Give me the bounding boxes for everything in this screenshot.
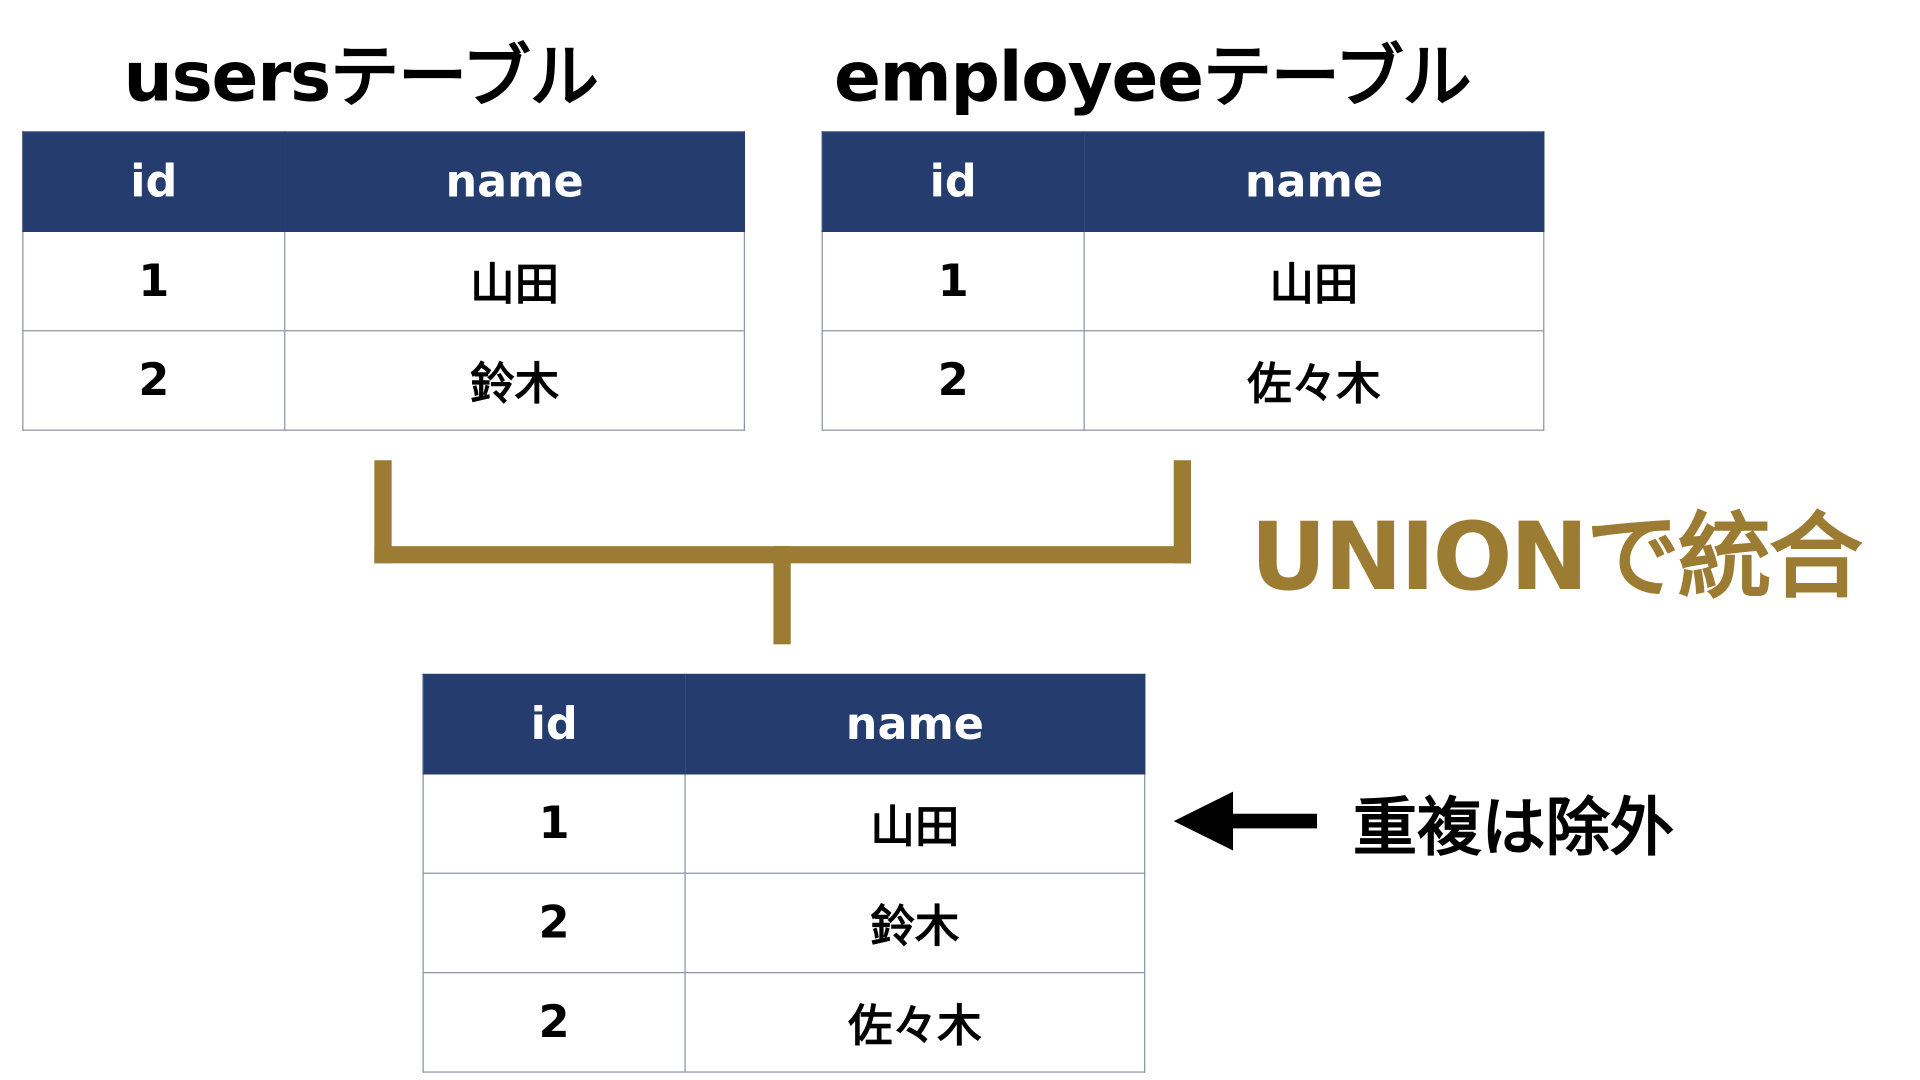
employee-table-title: employeeテーブル (833, 38, 1472, 118)
header-name: name (1083, 131, 1545, 232)
cell-name: 鈴木 (284, 330, 746, 431)
left-arrow-icon (1173, 791, 1318, 851)
bracket-left (374, 460, 392, 564)
union-label: UNIONで統合 (1250, 501, 1863, 612)
cell-name: 山田 (684, 773, 1146, 874)
header-name: name (284, 131, 746, 232)
cell-name: 佐々木 (684, 972, 1146, 1073)
cell-name: 山田 (1083, 230, 1545, 332)
bracket-stem (773, 546, 791, 645)
cell-name: 山田 (284, 230, 746, 332)
cell-name: 佐々木 (1083, 330, 1545, 431)
cell-id: 1 (22, 230, 286, 332)
cell-name: 鈴木 (684, 872, 1146, 974)
cell-id: 1 (821, 230, 1085, 332)
duplicates-note: 重複は除外 (1352, 791, 1675, 866)
header-id: id (821, 131, 1085, 232)
cell-id: 2 (22, 330, 286, 431)
header-id: id (22, 131, 286, 232)
header-name: name (684, 673, 1146, 775)
cell-id: 2 (821, 330, 1085, 431)
bracket-right (1173, 460, 1192, 564)
cell-id: 1 (422, 773, 686, 874)
cell-id: 2 (422, 872, 686, 974)
header-id: id (422, 673, 686, 775)
users-table-title: usersテーブル (123, 38, 599, 118)
cell-id: 2 (422, 972, 686, 1073)
